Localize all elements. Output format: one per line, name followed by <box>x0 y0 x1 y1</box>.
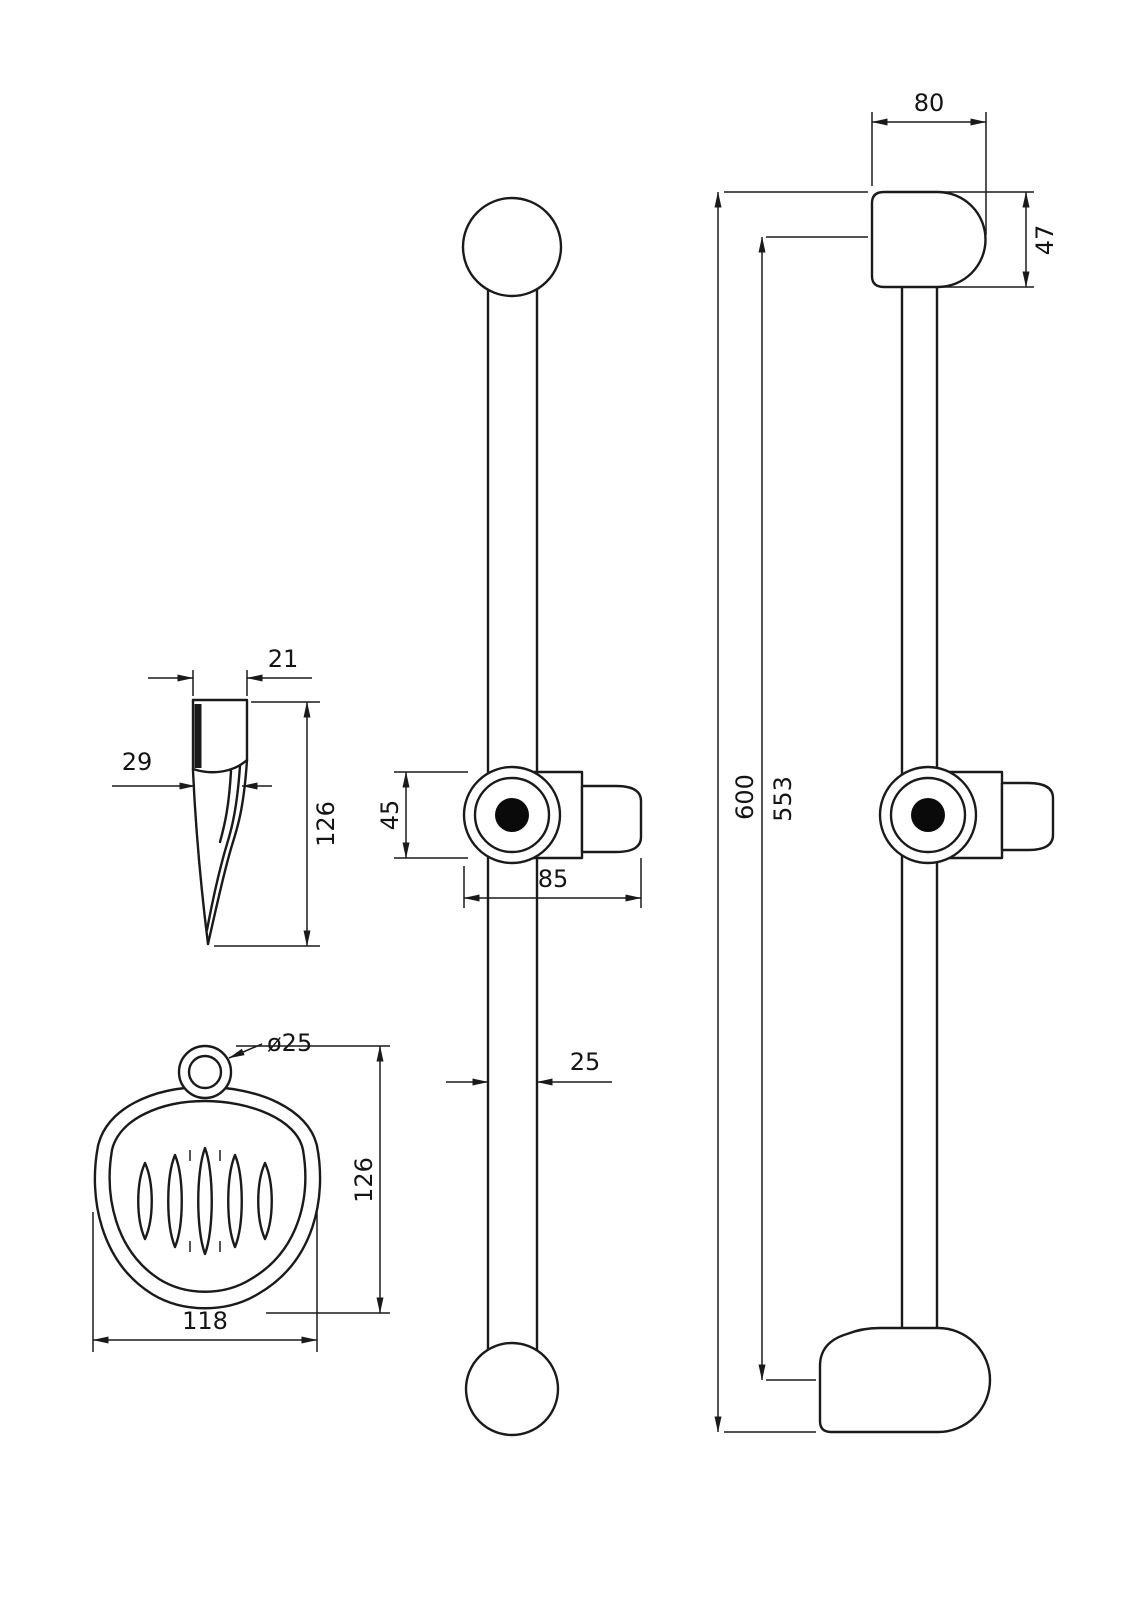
slider-screw <box>495 798 529 832</box>
dim-bracket-width: 80 <box>871 89 987 235</box>
dim-slider-width: 85 <box>463 858 642 908</box>
dish-slot-1 <box>137 1161 153 1241</box>
dim-label-21: 21 <box>268 645 299 673</box>
dim-label-47: 47 <box>1031 225 1059 256</box>
dim-label-80: 80 <box>914 89 945 117</box>
holder-inner-curve-2 <box>218 769 233 844</box>
dim-label-25: 25 <box>570 1048 601 1076</box>
dim-holder-depth: 21 <box>148 645 312 696</box>
dim-label-d25: ø25 <box>267 1029 312 1057</box>
slider-knob-side <box>1000 781 1055 852</box>
dish-slot-2 <box>167 1153 183 1249</box>
dim-label-85: 85 <box>538 865 569 893</box>
dim-total-height: 600 <box>714 191 868 1433</box>
dish-slot-5 <box>257 1161 273 1241</box>
dim-slider-height: 45 <box>376 771 468 859</box>
dim-mount-spacing: 553 <box>758 236 868 1381</box>
dish-slot-3 <box>197 1146 213 1256</box>
dim-label-126-dish: 126 <box>350 1157 378 1203</box>
top-wall-bracket <box>870 190 987 289</box>
dim-label-45: 45 <box>376 800 404 831</box>
dim-label-553: 553 <box>769 776 797 822</box>
dim-holder-thickness: 29 <box>112 748 272 790</box>
dim-rail-width: 25 <box>446 1048 612 1086</box>
dim-dish-width: 118 <box>92 1212 318 1352</box>
dim-label-118: 118 <box>182 1307 228 1335</box>
slider-screw-side <box>911 798 945 832</box>
dish-clamp-ring-inner <box>187 1054 223 1090</box>
dim-bracket-height: 47 <box>944 191 1059 288</box>
holder-inner-curve-1 <box>205 764 242 932</box>
dim-label-29: 29 <box>122 748 153 776</box>
dish-clamp-ring-outer <box>177 1044 233 1100</box>
dish-outer-rim <box>93 1085 322 1310</box>
rail-front-view <box>461 196 643 1437</box>
rail-top-cap <box>461 196 563 298</box>
dim-dish-height: 126 <box>236 1045 390 1314</box>
soap-dish-view <box>93 1044 322 1310</box>
slider-knob <box>580 784 643 854</box>
dim-holder-height: 126 <box>214 701 340 947</box>
dish-inner-rim <box>108 1099 307 1293</box>
holder-separator <box>191 758 249 774</box>
rail-bottom-cap <box>464 1341 560 1437</box>
holder-side-view <box>191 698 249 946</box>
rail-side-view <box>818 190 1055 1434</box>
dim-label-600: 600 <box>731 774 759 820</box>
dim-label-126-holder: 126 <box>312 801 340 847</box>
dim-dish-ring-diameter: ø25 <box>228 1029 312 1059</box>
dish-slot-4 <box>227 1153 243 1249</box>
bottom-wall-bracket <box>818 1326 992 1434</box>
holder-outer-edge <box>191 698 249 946</box>
